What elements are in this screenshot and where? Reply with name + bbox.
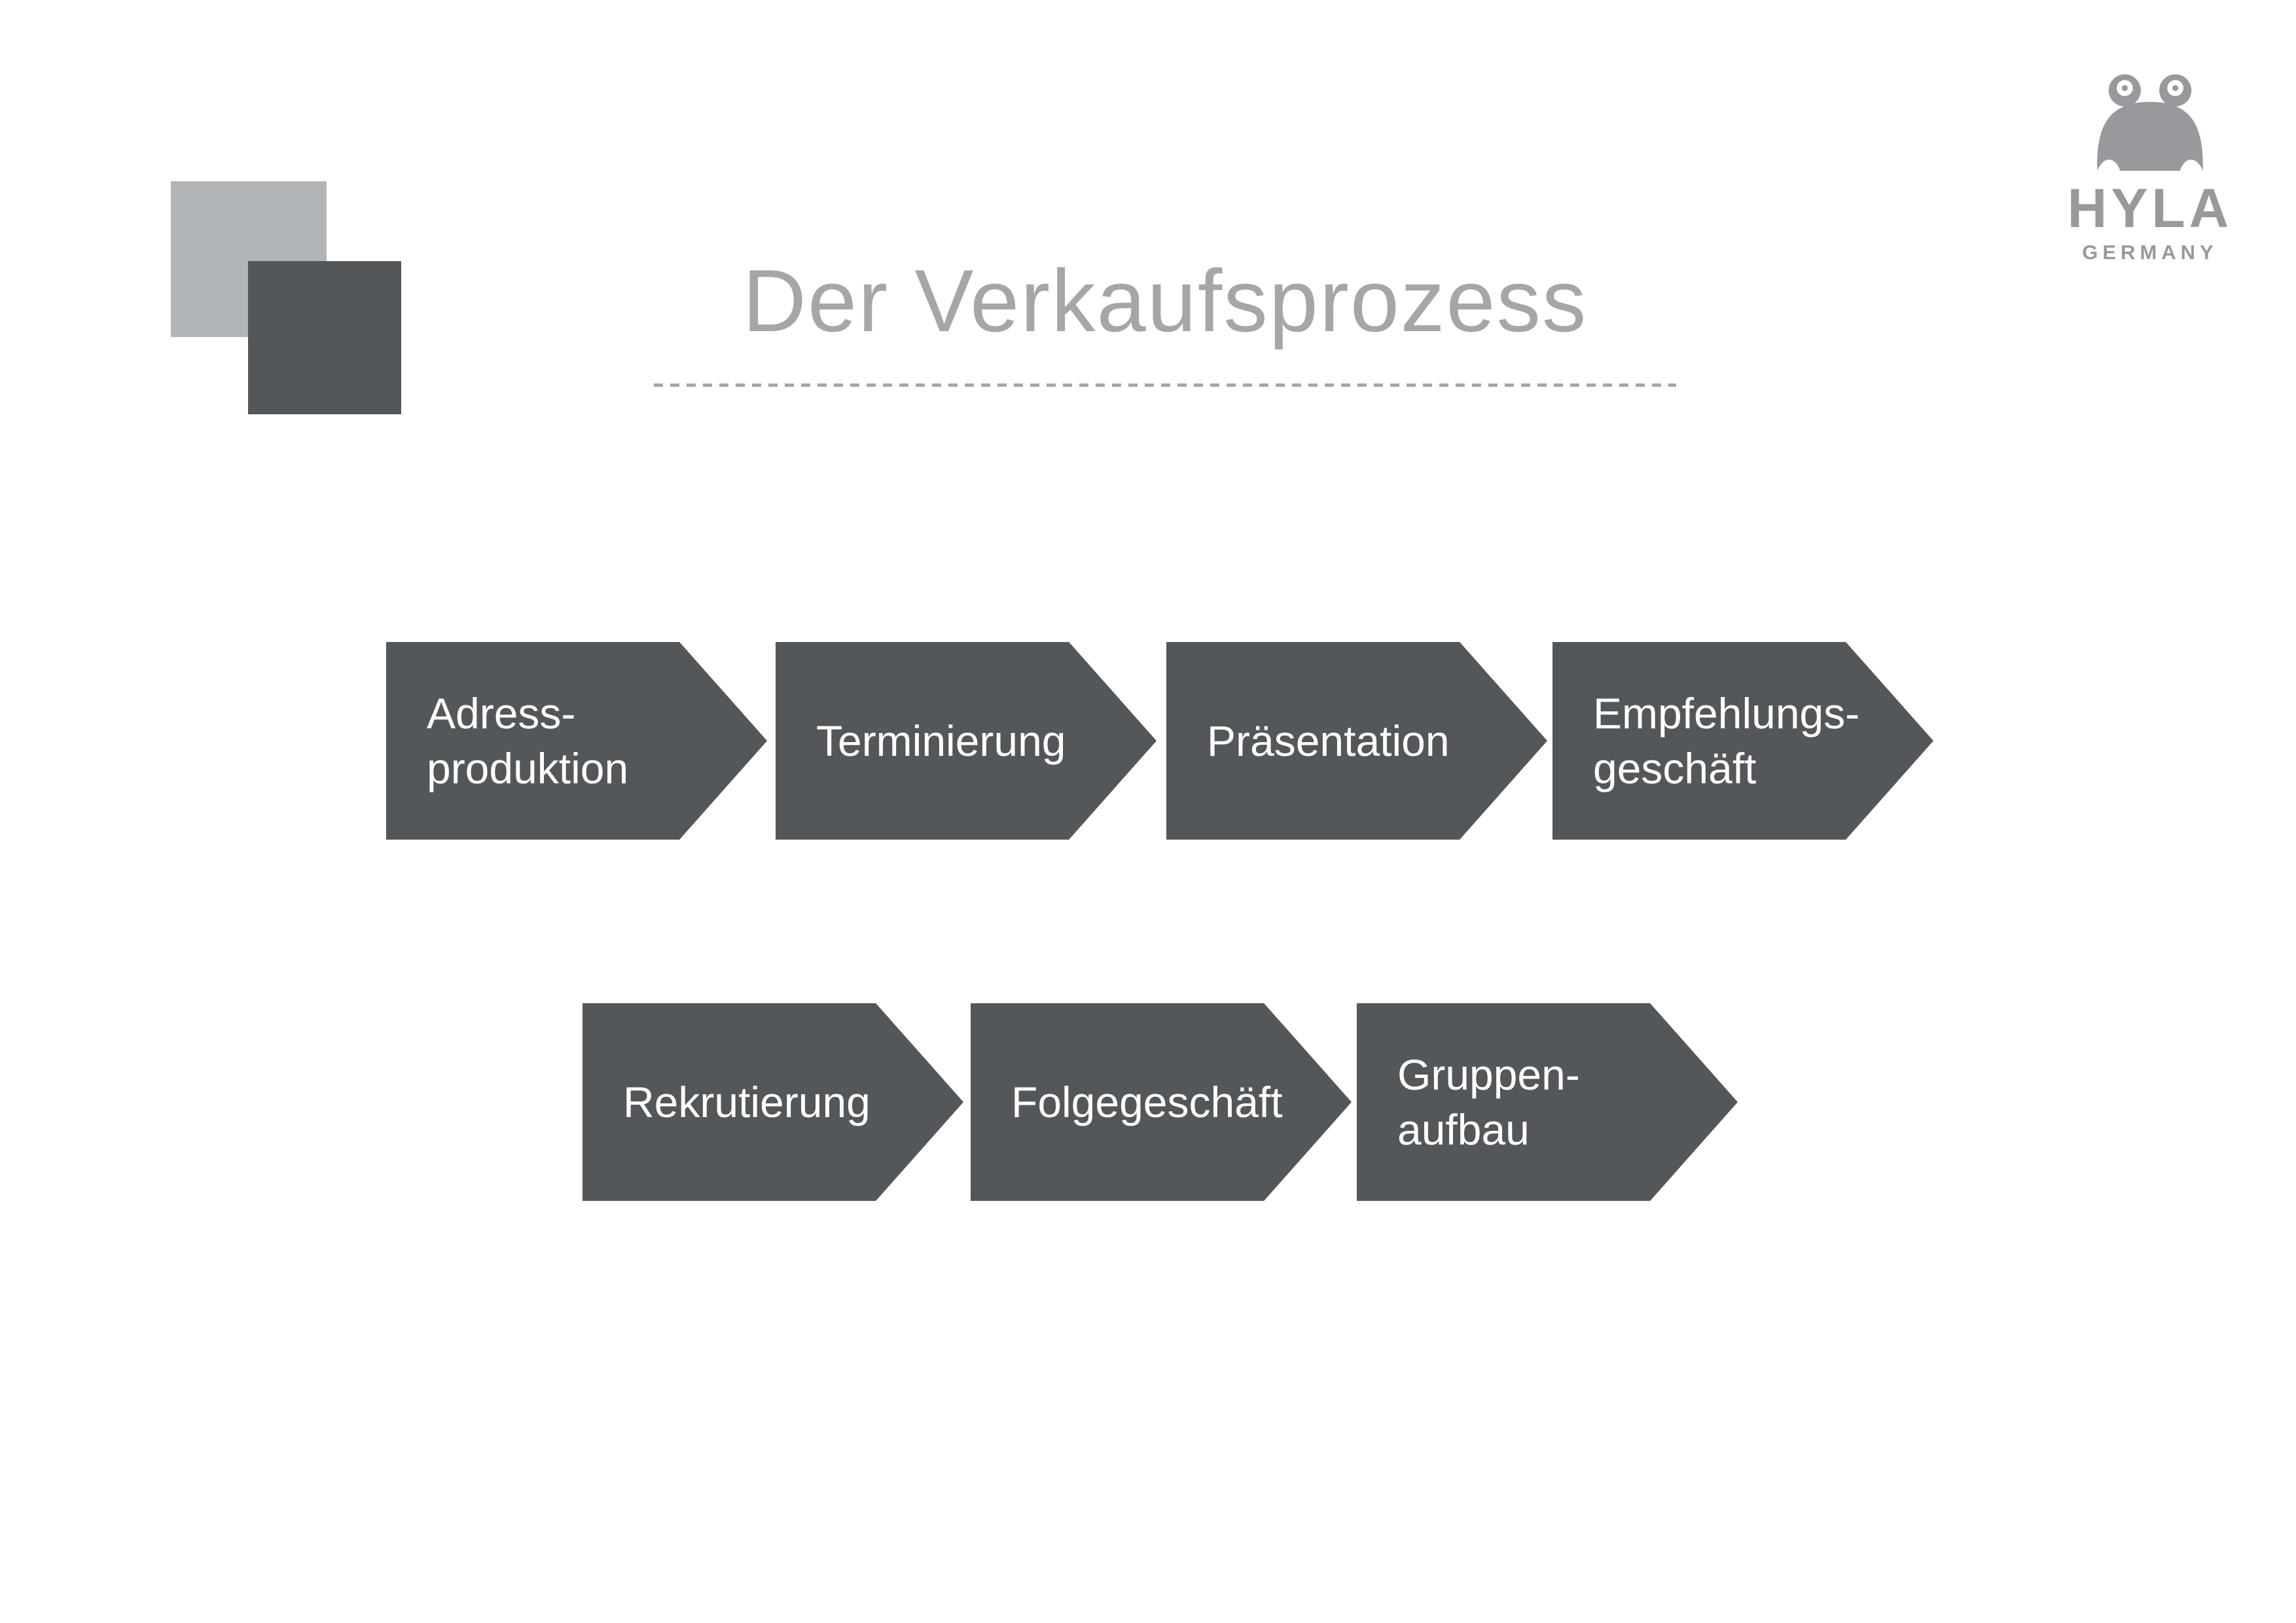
frog-icon [2097, 74, 2203, 171]
slide-title: Der Verkaufsprozess [742, 251, 1588, 350]
step-adressproduktion: Adress- produktion [386, 642, 767, 840]
step-gruppenaufbau: Gruppen- aufbau [1357, 1003, 1738, 1201]
title-underline [654, 383, 1676, 387]
step-terminierung: Terminierung [776, 642, 1157, 840]
hyla-logo: HYLA GERMANY [2049, 72, 2251, 262]
step-label: Folgegeschäft [1011, 1077, 1283, 1126]
step-label: Rekrutierung [623, 1077, 870, 1126]
step-label: Terminierung [816, 716, 1066, 765]
step-rekrutierung: Rekrutierung [583, 1003, 963, 1201]
step-label: Empfehlungs- geschäft [1593, 688, 1860, 793]
step-empfehlungsgeschaeft: Empfehlungs- geschäft [1552, 642, 1933, 840]
logo-brand-text: HYLA [2067, 177, 2233, 239]
step-label: Adress- produktion [427, 688, 629, 793]
step-praesentation: Präsentation [1166, 642, 1547, 840]
step-label: Gruppen- aufbau [1397, 1050, 1580, 1154]
decor-square-dark [248, 261, 401, 414]
step-folgegeschaeft: Folgegeschäft [971, 1003, 1352, 1201]
logo-country-text: GERMANY [2082, 241, 2218, 264]
step-label: Präsentation [1207, 716, 1450, 765]
